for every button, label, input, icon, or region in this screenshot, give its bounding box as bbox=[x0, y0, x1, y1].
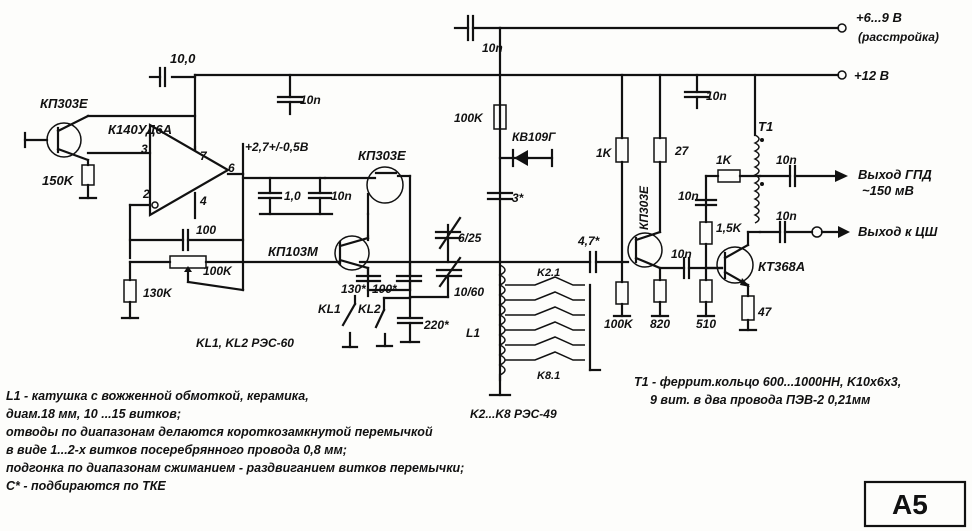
coil-l1 bbox=[488, 264, 512, 397]
opamp-pin2: 2 bbox=[142, 187, 150, 201]
coil-notes: L1 - катушка с вожженной обмоткой, керам… bbox=[6, 389, 464, 493]
opamp-pin4: 4 bbox=[199, 194, 207, 208]
k81-label: K8.1 bbox=[537, 370, 560, 382]
c-4-7-label: 4,7* bbox=[577, 234, 601, 248]
varicap-label: КВ109Г bbox=[512, 130, 556, 144]
note-line: L1 - катушка с вожженной обмоткой, керам… bbox=[6, 389, 309, 403]
c-fb-label: 100 bbox=[196, 223, 216, 237]
note-line: диам.18 мм, 10 ...15 витков; bbox=[6, 407, 181, 421]
c-10n-mid-label: 10n bbox=[331, 189, 352, 203]
output-gpd-level: ~150 мВ bbox=[862, 183, 914, 198]
transformer-t1 bbox=[753, 73, 792, 234]
supply-rails bbox=[148, 14, 847, 382]
output-dsh-label: Выход к ЦШ bbox=[858, 224, 938, 239]
q1-label: КП303Е bbox=[40, 96, 88, 111]
note-line: отводы по диапазонам делаются короткозам… bbox=[6, 425, 433, 439]
supply-detune-note: (расстройка) bbox=[858, 30, 939, 44]
c-elec-label: 10,0 bbox=[170, 51, 196, 66]
badge-label: A5 bbox=[892, 489, 928, 520]
r-820-label: 820 bbox=[650, 317, 670, 331]
c-100-label: 100* bbox=[372, 282, 398, 296]
q5-label: КТ368А bbox=[758, 259, 805, 274]
transformer-notes: T1 - феррит.кольцо 600...1000НН, K10х6х3… bbox=[634, 375, 901, 407]
q2-label: КП303Е bbox=[358, 148, 406, 163]
opamp-pin3: 3 bbox=[141, 142, 148, 156]
r-gate-label: 150K bbox=[42, 173, 75, 188]
r-100k-src-label: 100K bbox=[604, 317, 634, 331]
note-line: С* - подбираются по ТКЕ bbox=[6, 479, 166, 493]
c-out1-label: 10n bbox=[776, 153, 797, 167]
r-1k-fb-label: 1K bbox=[716, 153, 733, 167]
q4-label: КП303Е bbox=[637, 185, 651, 230]
c-trim2-label: 10/60 bbox=[454, 285, 484, 299]
c-10n-fb-label: 10n bbox=[678, 189, 699, 203]
t1-note-line: 9 вит. в два провода ПЭВ-2 0,21мм bbox=[650, 393, 870, 407]
t1-note-line: T1 - феррит.кольцо 600...1000НН, K10х6х3… bbox=[634, 375, 901, 389]
c-220-label: 220* bbox=[423, 318, 450, 332]
pot-label: 100K bbox=[203, 264, 233, 278]
bjt-q5 bbox=[694, 169, 762, 332]
c-1-0-label: 1,0 bbox=[284, 189, 301, 203]
c-130-label: 130* bbox=[341, 282, 367, 296]
c-top-label: 10n bbox=[482, 41, 503, 55]
t1-label: T1 bbox=[758, 119, 773, 134]
output-gpd bbox=[788, 164, 848, 188]
c-10n-buf-label: 10n bbox=[706, 89, 727, 103]
opamp-pin6: 6 bbox=[228, 161, 235, 175]
kl-note: KL1, KL2 РЭС-60 bbox=[196, 336, 294, 350]
band-relay-contacts bbox=[505, 276, 602, 372]
varicap-section bbox=[486, 104, 554, 201]
input-jfet-stage bbox=[23, 114, 197, 200]
kl1-label: KL1 bbox=[318, 302, 341, 316]
note-line: в виде 1...2-х витков посеребрянного про… bbox=[6, 443, 347, 457]
r-1k-buf-label: 1K bbox=[596, 146, 613, 160]
r-1-5k-label: 1,5K bbox=[716, 221, 743, 235]
supply-detune-label: +6...9 В bbox=[856, 10, 902, 25]
output-dsh bbox=[778, 220, 850, 244]
supply-main-label: +12 В bbox=[854, 68, 889, 83]
opamp-label: К140УД6А bbox=[108, 122, 172, 137]
output-gpd-label: Выход ГПД bbox=[858, 167, 932, 182]
note-line: подгонка по диапазонам сжиманием - раздв… bbox=[6, 461, 464, 475]
r-130k-label: 130K bbox=[143, 286, 173, 300]
c-3-label: 3* bbox=[512, 191, 525, 205]
trimmer-capacitors bbox=[408, 216, 463, 299]
c-left-bypass-label: 10n bbox=[300, 93, 321, 107]
badge-frame bbox=[863, 480, 967, 528]
r-27-label: 27 bbox=[674, 144, 690, 158]
k21-label: K2.1 bbox=[537, 267, 560, 279]
r-bias-label: 100K bbox=[454, 111, 484, 125]
opamp-pin7: 7 bbox=[200, 149, 208, 163]
r-510-label: 510 bbox=[696, 317, 716, 331]
voltage-label: +2,7+/-0,5В bbox=[245, 140, 309, 154]
c-trim-label: 6/25 bbox=[458, 231, 482, 245]
c-10n-q5-label: 10n bbox=[671, 247, 692, 261]
buffer-stage bbox=[498, 73, 724, 318]
k-note: K2...K8 РЭС-49 bbox=[470, 407, 557, 421]
l1-label: L1 bbox=[466, 326, 480, 340]
r-47-label: 47 bbox=[757, 305, 773, 319]
opamp bbox=[120, 123, 342, 320]
jfet-q3 bbox=[334, 234, 502, 349]
c-out2-label: 10n bbox=[776, 209, 797, 223]
kl2-label: KL2 bbox=[358, 302, 381, 316]
q3-label: КП103М bbox=[268, 244, 319, 259]
